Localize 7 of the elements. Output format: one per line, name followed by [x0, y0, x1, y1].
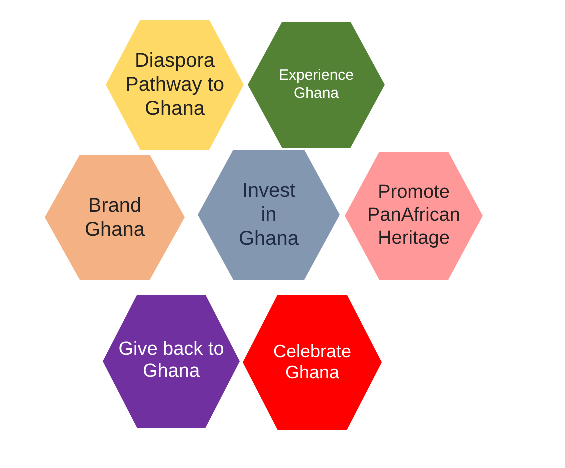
hexagon-label: Brand Ghana: [84, 194, 146, 242]
hexagon-label: Experience Ghana: [278, 67, 356, 103]
hexagon-label: Diaspora Pathway to Ghana: [124, 49, 226, 121]
hexagon-label: Give back to Ghana: [118, 338, 226, 384]
hexagon-label: Promote PanAfrican Heritage: [366, 182, 462, 250]
hexagon-label: Celebrate Ghana: [272, 340, 353, 384]
hexagon-label: Invest in Ghana: [238, 179, 300, 251]
